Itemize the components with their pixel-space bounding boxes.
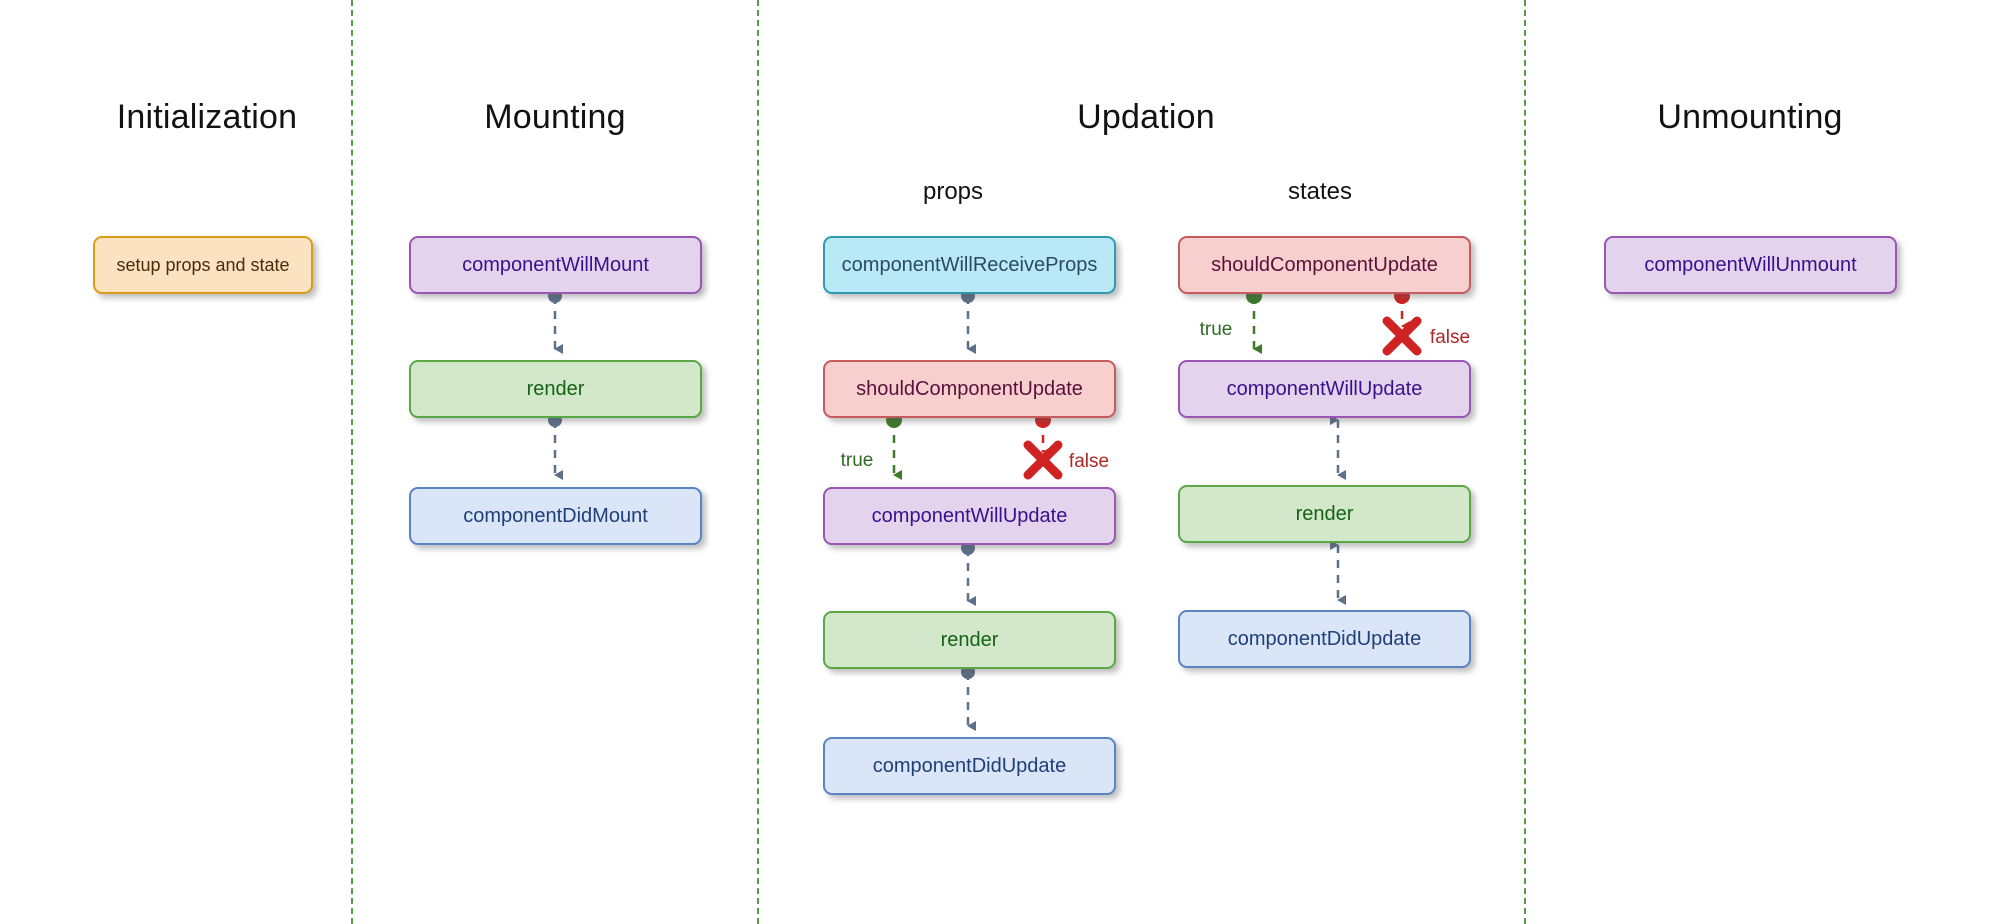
- phase-title-mounting: Mounting: [484, 98, 626, 136]
- node-props-should-component-update[interactable]: shouldComponentUpdate: [823, 360, 1116, 418]
- stop-x-icon: [1382, 316, 1422, 356]
- phase-title-updation: Updation: [1077, 98, 1215, 136]
- node-mounting-render[interactable]: render: [409, 360, 702, 418]
- node-setup-props-and-state[interactable]: setup props and state: [93, 236, 313, 294]
- branch-label-props-true: true: [840, 450, 874, 471]
- phase-title-unmounting: Unmounting: [1657, 98, 1843, 136]
- node-component-will-unmount[interactable]: componentWillUnmount: [1604, 236, 1897, 294]
- subheading-states: states: [1287, 178, 1353, 205]
- phase-title-initialization: Initialization: [116, 98, 298, 136]
- phase-separator-1: [351, 0, 353, 924]
- subheading-props: props: [922, 178, 984, 205]
- node-props-render[interactable]: render: [823, 611, 1116, 669]
- node-component-will-receive-props[interactable]: componentWillReceiveProps: [823, 236, 1116, 294]
- phase-separator-3: [1524, 0, 1526, 924]
- node-states-should-component-update[interactable]: shouldComponentUpdate: [1178, 236, 1471, 294]
- stop-x-icon: [1023, 440, 1063, 480]
- branch-label-states-true: true: [1199, 319, 1233, 340]
- branch-label-props-false: false: [1068, 451, 1110, 472]
- node-props-component-will-update[interactable]: componentWillUpdate: [823, 487, 1116, 545]
- node-props-component-did-update[interactable]: componentDidUpdate: [823, 737, 1116, 795]
- node-states-component-did-update[interactable]: componentDidUpdate: [1178, 610, 1471, 668]
- node-states-render[interactable]: render: [1178, 485, 1471, 543]
- node-states-component-will-update[interactable]: componentWillUpdate: [1178, 360, 1471, 418]
- node-component-did-mount[interactable]: componentDidMount: [409, 487, 702, 545]
- branch-label-states-false: false: [1429, 327, 1471, 348]
- node-component-will-mount[interactable]: componentWillMount: [409, 236, 702, 294]
- phase-separator-2: [757, 0, 759, 924]
